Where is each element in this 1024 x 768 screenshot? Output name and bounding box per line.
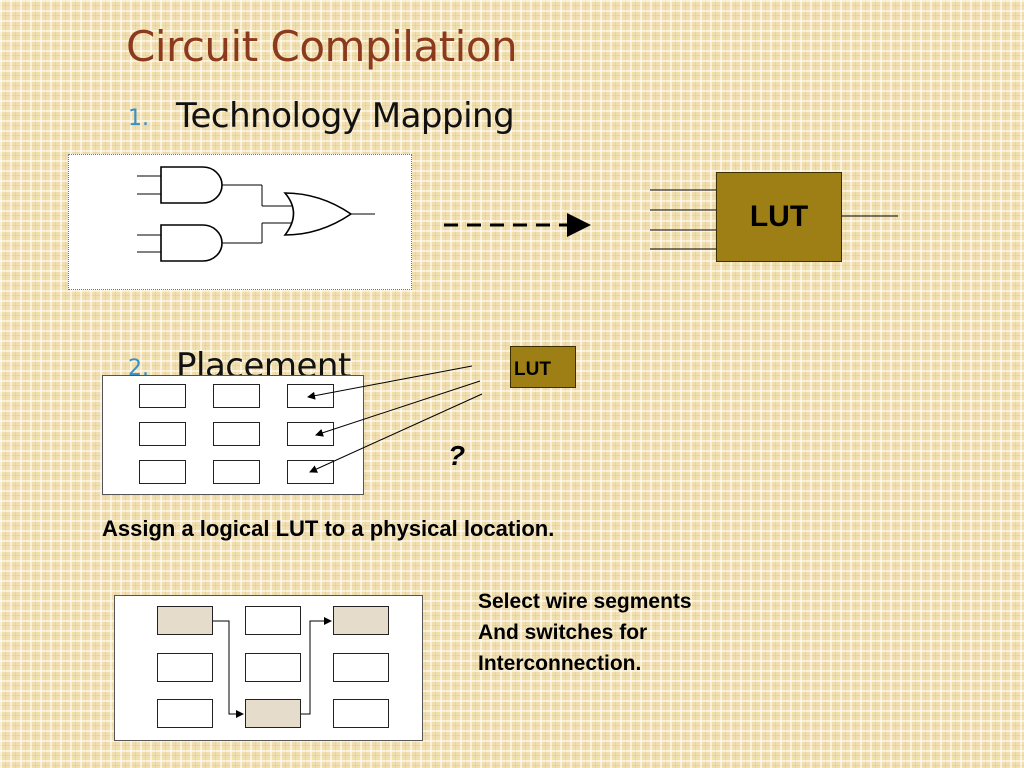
- routing-block: [245, 606, 301, 635]
- and-gate-1-icon: [160, 166, 223, 204]
- routing-block-intermediate: [245, 699, 301, 728]
- routing-caption-line-2: And switches for: [478, 621, 648, 644]
- placement-slot: [139, 384, 186, 408]
- routing-caption: Select wire segments And switches for In…: [478, 586, 692, 679]
- lut-block-large: LUT: [716, 172, 842, 262]
- lut-block-small: LUT: [510, 346, 576, 388]
- routing-block: [333, 699, 389, 728]
- item-1-number: 1.: [128, 106, 149, 131]
- lut-wires: [650, 189, 898, 250]
- placement-slot: [213, 460, 260, 484]
- routing-caption-line-3: Interconnection.: [478, 652, 642, 675]
- item-1-label: Technology Mapping: [176, 96, 515, 136]
- routing-block: [157, 699, 213, 728]
- item-2-number: 2.: [128, 356, 149, 381]
- placement-slot: [287, 422, 334, 446]
- routing-block: [245, 653, 301, 682]
- gate-wires: [137, 175, 375, 253]
- placement-slot: [213, 422, 260, 446]
- placement-slot: [139, 460, 186, 484]
- slide-title: Circuit Compilation: [126, 22, 518, 71]
- routing-path: [213, 617, 332, 718]
- routing-caption-line-1: Select wire segments: [478, 590, 692, 613]
- placement-question-mark: ?: [448, 440, 466, 471]
- routing-block: [157, 653, 213, 682]
- and-gate-2-icon: [160, 224, 223, 262]
- placement-arrows: [307, 365, 483, 473]
- routing-block: [333, 653, 389, 682]
- routing-block-sink: [333, 606, 389, 635]
- placement-caption: Assign a logical LUT to a physical locat…: [102, 516, 555, 541]
- placement-slot: [213, 384, 260, 408]
- routing-block-source: [157, 606, 213, 635]
- logic-circuit-panel: [68, 154, 412, 290]
- or-gate-icon: [283, 192, 353, 236]
- placement-slot: [139, 422, 186, 446]
